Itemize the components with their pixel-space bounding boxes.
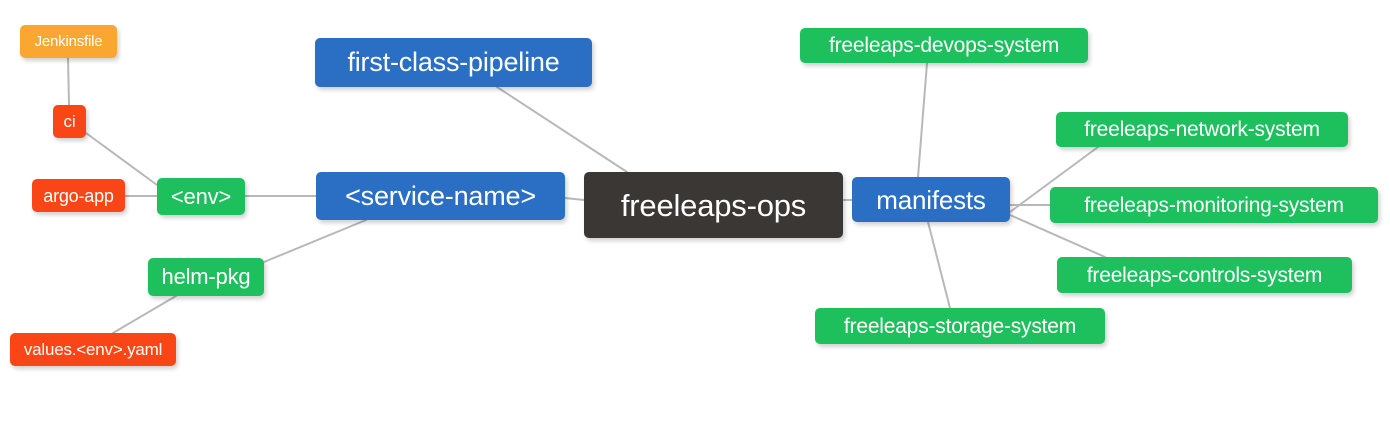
node-ci[interactable]: ci — [53, 105, 86, 138]
node-label-values-yaml: values.<env>.yaml — [23, 340, 163, 359]
node-first-class-pipeline[interactable]: first-class-pipeline — [315, 38, 592, 87]
node-label-env: <env> — [170, 183, 232, 209]
node-label-ci: ci — [63, 112, 76, 131]
node-helm-pkg[interactable]: helm-pkg — [148, 258, 264, 296]
node-label-first-class-pipeline: first-class-pipeline — [347, 47, 560, 77]
edge-ci-to-jenkinsfile — [67, 57, 70, 106]
node-env[interactable]: <env> — [157, 178, 245, 215]
node-service-name[interactable]: <service-name> — [316, 172, 565, 220]
node-jenkinsfile[interactable]: Jenkinsfile — [20, 25, 117, 58]
edge-freeleaps-ops-to-first-class-pipeline — [496, 86, 628, 173]
edge-env-to-ci — [85, 132, 158, 186]
edge-service-name-to-helm-pkg — [263, 219, 367, 263]
edge-helm-pkg-to-values-yaml — [112, 295, 177, 334]
node-label-freeleaps-monitoring-system: freeleaps-monitoring-system — [1084, 193, 1344, 217]
node-freeleaps-controls-system[interactable]: freeleaps-controls-system — [1057, 257, 1352, 293]
node-freeleaps-monitoring-system[interactable]: freeleaps-monitoring-system — [1050, 187, 1378, 223]
node-freeleaps-network-system[interactable]: freeleaps-network-system — [1056, 112, 1348, 147]
node-label-argo-app: argo-app — [43, 185, 114, 206]
node-label-freeleaps-ops: freeleaps-ops — [620, 187, 807, 223]
node-freeleaps-ops[interactable]: freeleaps-ops — [584, 172, 843, 238]
edge-manifests-to-freeleaps-devops-system — [917, 62, 928, 178]
node-manifests[interactable]: manifests — [852, 177, 1010, 222]
node-label-freeleaps-network-system: freeleaps-network-system — [1084, 118, 1320, 141]
node-label-manifests: manifests — [876, 184, 986, 215]
node-label-jenkinsfile: Jenkinsfile — [34, 33, 103, 50]
node-freeleaps-devops-system[interactable]: freeleaps-devops-system — [800, 28, 1088, 63]
node-label-freeleaps-devops-system: freeleaps-devops-system — [829, 34, 1059, 57]
node-label-freeleaps-storage-system: freeleaps-storage-system — [843, 314, 1077, 338]
node-argo-app[interactable]: argo-app — [32, 179, 125, 212]
node-values-yaml[interactable]: values.<env>.yaml — [10, 333, 176, 366]
edge-freeleaps-ops-to-service-name — [564, 197, 585, 201]
node-label-freeleaps-controls-system: freeleaps-controls-system — [1086, 263, 1323, 287]
node-label-helm-pkg: helm-pkg — [161, 264, 251, 289]
node-freeleaps-storage-system[interactable]: freeleaps-storage-system — [815, 308, 1105, 344]
edge-manifests-to-freeleaps-storage-system — [927, 221, 951, 309]
node-label-service-name: <service-name> — [345, 180, 536, 211]
